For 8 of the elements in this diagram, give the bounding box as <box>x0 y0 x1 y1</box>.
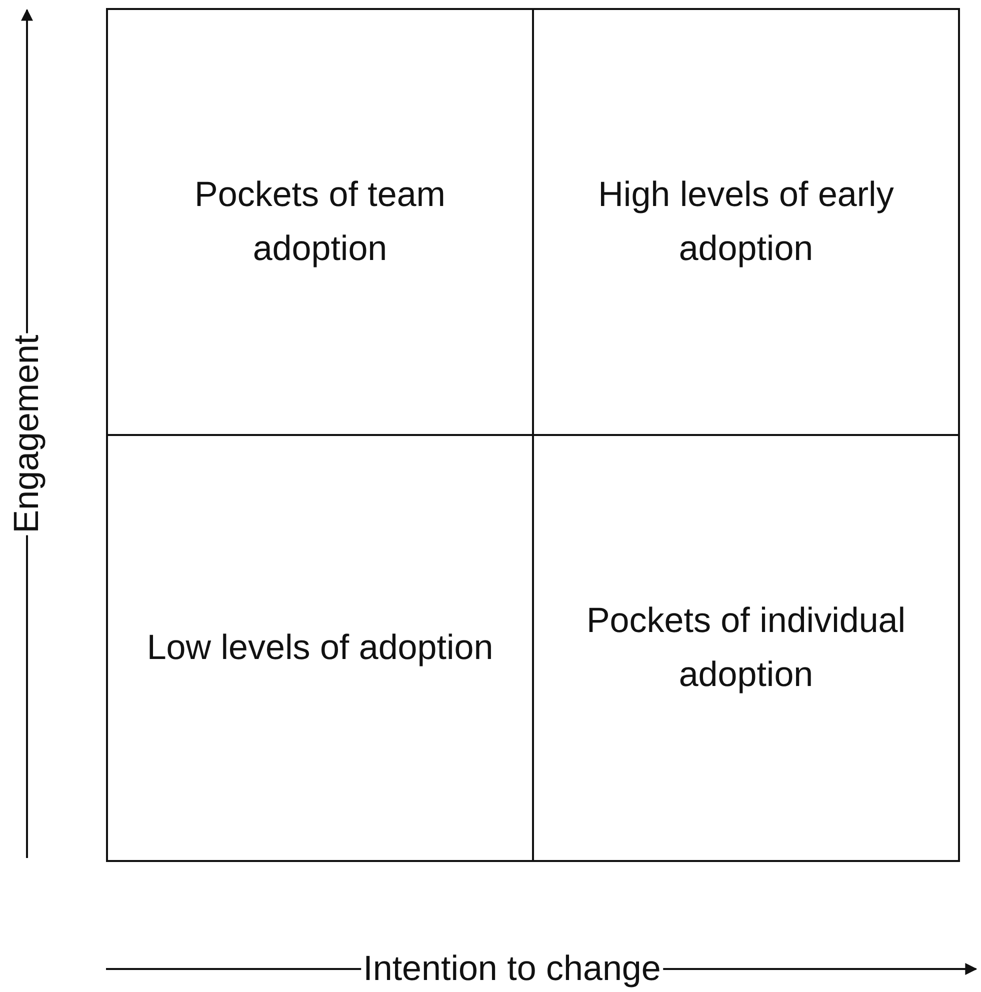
quadrant-label: Low levels of adoption <box>146 627 494 669</box>
quadrant-box <box>106 434 534 862</box>
quadrant-box <box>532 434 960 862</box>
quadrant-label: Pockets of individual adoption <box>585 600 907 696</box>
quadrant-box <box>106 8 534 436</box>
quadrant-label: High levels of early adoption <box>597 174 895 270</box>
quadrant-box <box>532 8 960 436</box>
quadrant-label: Pockets of team adoption <box>194 174 446 270</box>
